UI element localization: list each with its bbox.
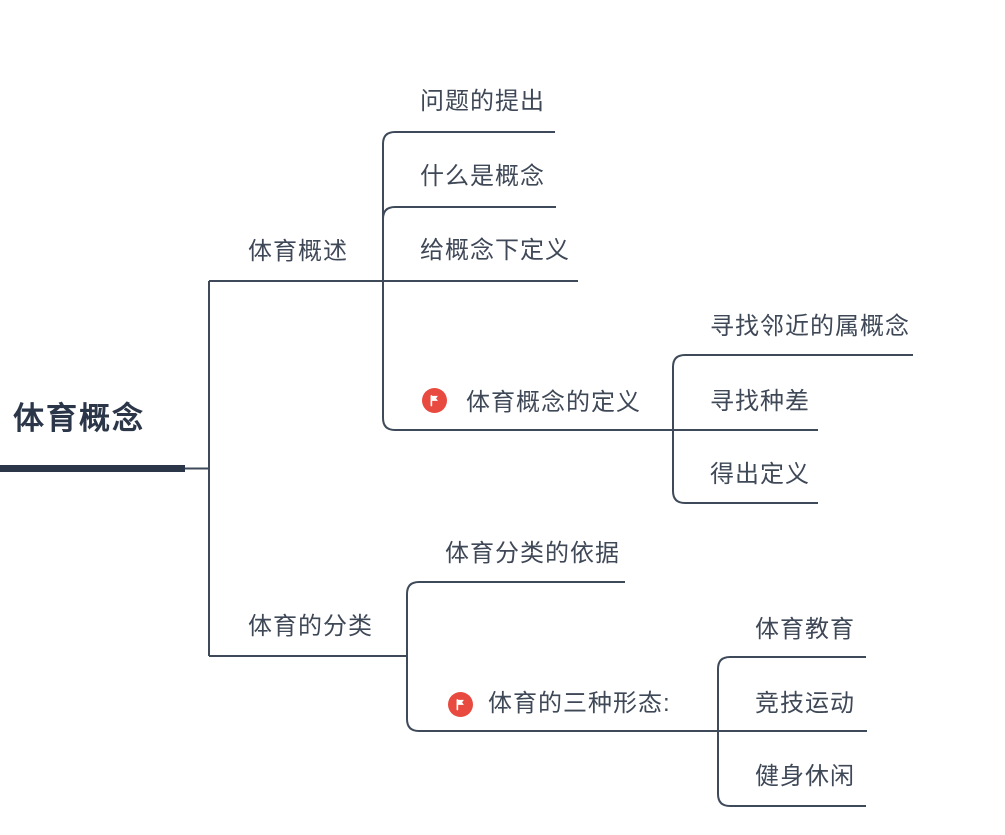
topic-branch1-grandchild3[interactable]: 得出定义 — [710, 461, 810, 488]
branch2-grandchild1-connector — [717, 656, 866, 731]
topic-branch2-child1[interactable]: 体育分类的依据 — [445, 540, 620, 567]
branch1-child1-connector — [382, 131, 555, 281]
topic-branch1-child4[interactable]: 体育概念的定义 — [466, 389, 641, 416]
branch1-grandchild1-connector — [672, 354, 913, 430]
branch2-child1-connector — [406, 581, 625, 656]
topic-branch2[interactable]: 体育的分类 — [248, 613, 373, 640]
root-underline-bar — [0, 465, 185, 472]
topic-branch1-grandchild2[interactable]: 寻找种差 — [710, 388, 810, 415]
topic-branch1-child1[interactable]: 问题的提出 — [420, 88, 545, 115]
branch2-grandchild3-connector — [717, 731, 866, 807]
topic-branch1-child3[interactable]: 给概念下定义 — [420, 237, 570, 264]
topic-branch1[interactable]: 体育概述 — [248, 238, 348, 265]
branch1-child2-connector — [382, 206, 556, 281]
topic-branch2-child2[interactable]: 体育的三种形态: — [488, 690, 671, 717]
branch1-grandchild3-connector — [672, 430, 818, 504]
flag-icon[interactable] — [422, 388, 447, 413]
flag-icon[interactable] — [448, 692, 473, 717]
topic-branch1-grandchild1[interactable]: 寻找邻近的属概念 — [710, 313, 910, 340]
topic-branch1-child2[interactable]: 什么是概念 — [420, 163, 545, 190]
topic-branch2-grandchild1[interactable]: 体育教育 — [755, 616, 855, 643]
branch2-child2-connector — [406, 656, 718, 732]
topic-branch2-grandchild3[interactable]: 健身休闲 — [755, 763, 855, 790]
branch1-child4-connector — [382, 281, 673, 431]
topic-branch2-grandchild2[interactable]: 竞技运动 — [755, 690, 855, 717]
root-topic[interactable]: 体育概念 — [13, 401, 145, 436]
